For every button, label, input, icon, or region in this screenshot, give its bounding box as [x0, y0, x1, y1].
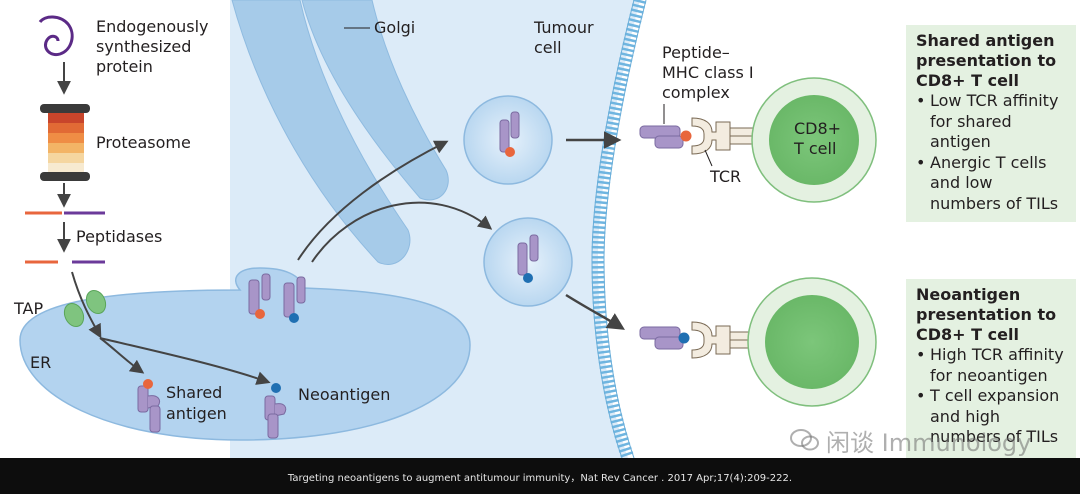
shared-box-title-2: presentation to [916, 51, 1057, 70]
tcr-shared [691, 117, 757, 155]
neo-box-title-3: CD8+ T cell [916, 325, 1019, 344]
tap-icon [63, 302, 85, 328]
vesicle-neo [483, 217, 573, 307]
tap-icon-b [85, 289, 107, 315]
tcr-neo [691, 321, 757, 359]
label-shared-1: Shared [166, 383, 222, 402]
label-shared-2: antigen [166, 404, 227, 423]
label-endogenous-3: protein [96, 57, 153, 76]
neo-box-title-2: presentation to [916, 305, 1057, 324]
mhc-pair-bud [248, 273, 306, 323]
label-tcr: TCR [709, 167, 741, 186]
label-proteasome: Proteasome [96, 133, 191, 152]
golgi-cisterna-inner [301, 0, 449, 201]
shared-bullet-2: Anergic T cells and low numbers of TILs [916, 153, 1068, 215]
protein-spiral [38, 15, 74, 57]
shared-antigen-box: Shared antigen presentation to CD8+ T ce… [906, 25, 1076, 222]
surface-mhc-shared [639, 125, 692, 149]
mhc-neo-er [264, 383, 287, 439]
proteasome-icon [40, 104, 90, 181]
label-neoantigen: Neoantigen [298, 385, 390, 404]
neoantigen-box: Neoantigen presentation to CD8+ T cell H… [906, 279, 1076, 458]
neo-bullet-2: T cell expansion and high numbers of TIL… [916, 386, 1068, 448]
citation-text: Targeting neoantigens to augment antitum… [287, 472, 793, 484]
citation-footer: Targeting neoantigens to augment antitum… [0, 458, 1080, 494]
label-er: ER [30, 353, 51, 372]
label-pmhc-3: complex [662, 83, 730, 102]
shared-bullet-1: Low TCR affinity for shared antigen [916, 91, 1068, 153]
vesicle-shared-mhc [499, 111, 520, 157]
shared-box-title-3: CD8+ T cell [916, 71, 1019, 90]
cell-membrane-line-a [591, 0, 635, 458]
er [19, 267, 471, 441]
label-pmhc-1: Peptide– [662, 43, 730, 62]
label-tap: TAP [13, 299, 43, 318]
golgi-cisterna-outer [231, 0, 411, 265]
surface-mhc-neo [639, 326, 690, 350]
cell-membrane-outer [591, 0, 647, 458]
label-peptidases: Peptidases [76, 227, 162, 246]
neo-box-title-1: Neoantigen [916, 285, 1021, 304]
label-cd8-1: CD8+ [794, 119, 841, 138]
vesicle-neo-mhc [517, 234, 539, 283]
label-golgi: Golgi [374, 18, 415, 37]
label-cd8-2: T cell [793, 139, 836, 158]
label-endogenous-2: synthesized [96, 37, 191, 56]
label-tumour-2: cell [534, 38, 562, 57]
label-endogenous-1: Endogenously [96, 17, 209, 36]
label-tumour-1: Tumour [533, 18, 594, 37]
label-pmhc-2: MHC class I [662, 63, 754, 82]
neo-bullet-1: High TCR affinity for neoantigen [916, 345, 1068, 386]
shared-box-title-1: Shared antigen [916, 31, 1055, 50]
antigen-presentation-diagram: Endogenously synthesized protein Proteas… [13, 0, 877, 458]
cell-membrane-line-b [603, 0, 647, 458]
mhc-shared-er [137, 379, 161, 433]
